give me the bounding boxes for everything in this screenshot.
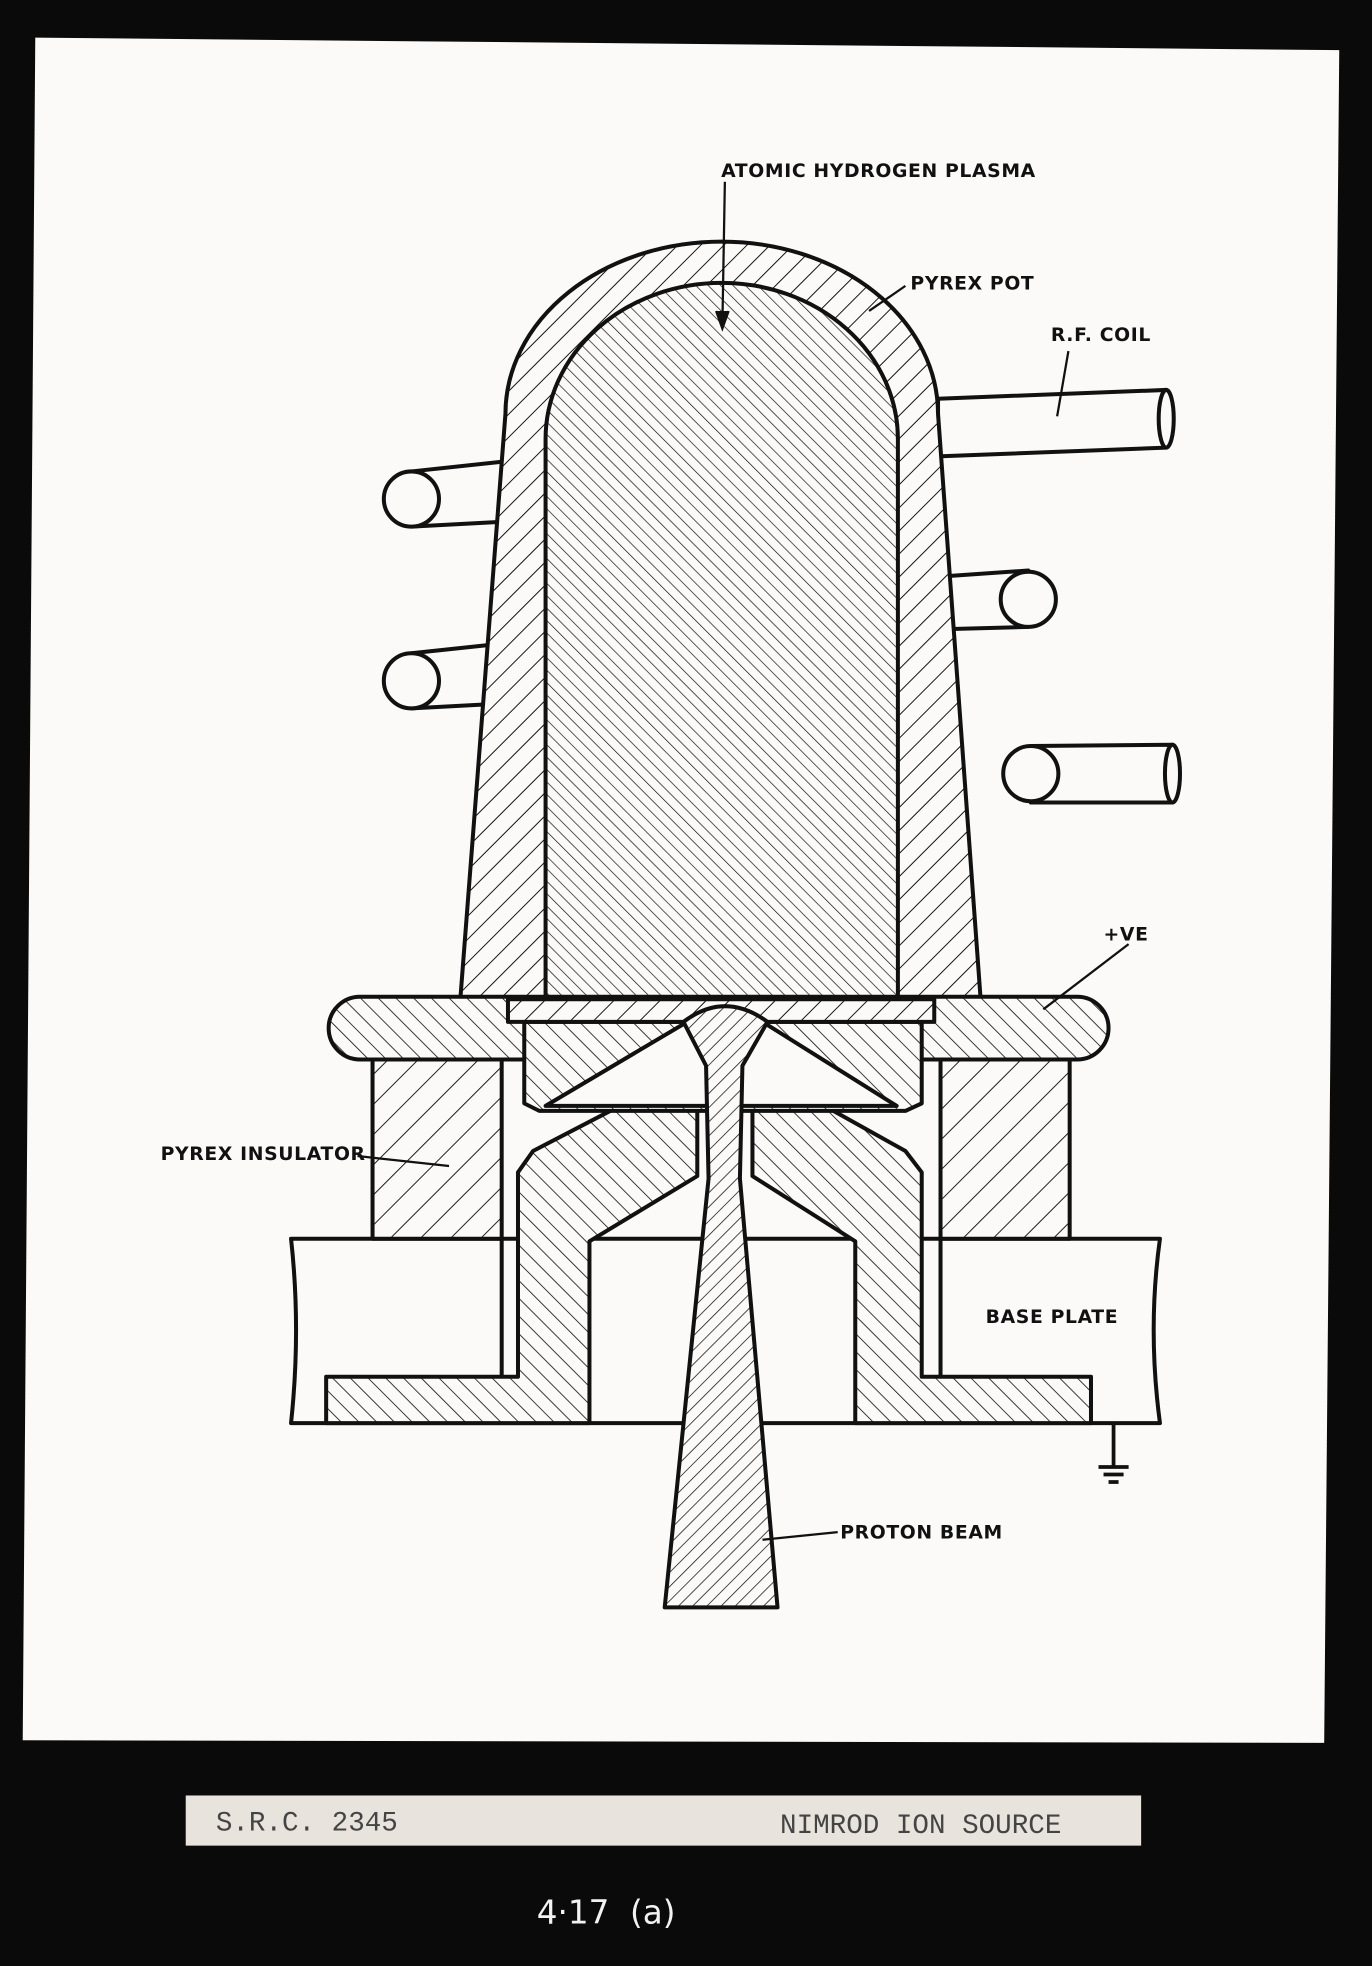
label-pyrex-insulator: PYREX INSULATOR <box>161 1144 366 1165</box>
proton-beam <box>662 1004 780 1610</box>
label-atomic-hydrogen-plasma: ATOMIC HYDROGEN PLASMA <box>721 161 1036 182</box>
leader-lines <box>357 181 1130 1541</box>
extraction-electrode-right <box>750 1063 1093 1426</box>
pyrex-insulator-right <box>938 1057 1072 1241</box>
caption-strip <box>185 1795 1142 1846</box>
label-proton-beam: PROTON BEAM <box>840 1522 1003 1543</box>
caption-title: NIMROD ION SOURCE <box>780 1811 1061 1842</box>
label-pyrex-pot: PYREX POT <box>910 274 1034 295</box>
label-positive: +VE <box>1104 924 1149 945</box>
caption-reference: S.R.C. 2345 <box>216 1809 398 1840</box>
hydrogen-plasma <box>543 280 900 1002</box>
extraction-electrode-left <box>324 1063 700 1426</box>
label-rf-coil: R.F. COIL <box>1051 325 1151 346</box>
label-base-plate: BASE PLATE <box>986 1307 1119 1328</box>
pyrex-insulator-left <box>370 1057 504 1241</box>
figure-number: 4·17 (a) <box>537 1893 676 1931</box>
rf-coil <box>381 387 1183 805</box>
ground-icon <box>1098 1423 1129 1484</box>
